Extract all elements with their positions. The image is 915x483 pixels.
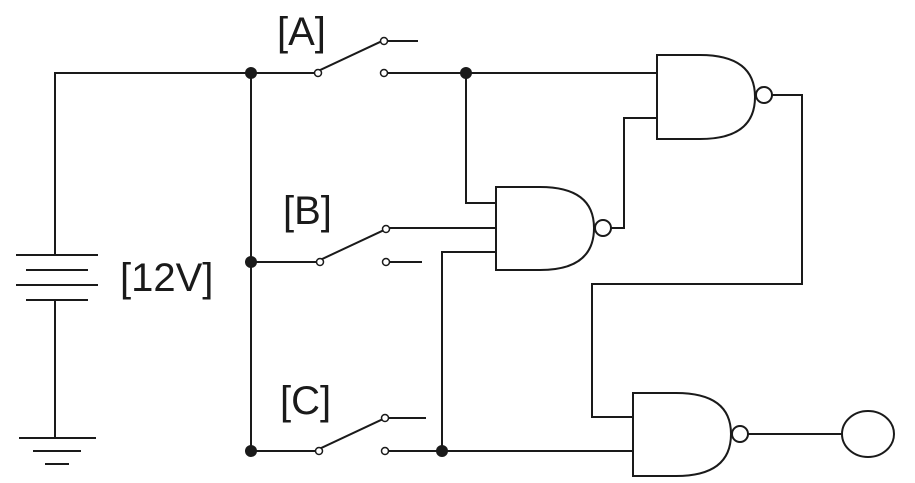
switch-b[interactable]: [250, 224, 497, 267]
nand-gate-2: [495, 186, 612, 271]
battery-positive-wire: [54, 72, 252, 256]
ground-symbol: [19, 437, 96, 465]
switch-b-label: [B]: [283, 189, 332, 233]
wire-gate2-to-gate1: [611, 117, 658, 229]
battery-label: [12V]: [120, 256, 213, 300]
battery-symbol: [16, 254, 98, 301]
wire-a-to-gate2: [465, 72, 497, 204]
output-lamp: [841, 410, 895, 458]
switch-a-label: [A]: [277, 10, 326, 54]
switch-c[interactable]: [250, 413, 634, 456]
nand-gate-1: [656, 54, 773, 140]
nand-gate-3: [632, 392, 749, 477]
switch-a[interactable]: [250, 36, 467, 78]
wire-c-to-gate2: [441, 251, 497, 452]
wire-gate1-to-gate3: [591, 94, 803, 418]
switch-c-label: [C]: [280, 379, 331, 423]
